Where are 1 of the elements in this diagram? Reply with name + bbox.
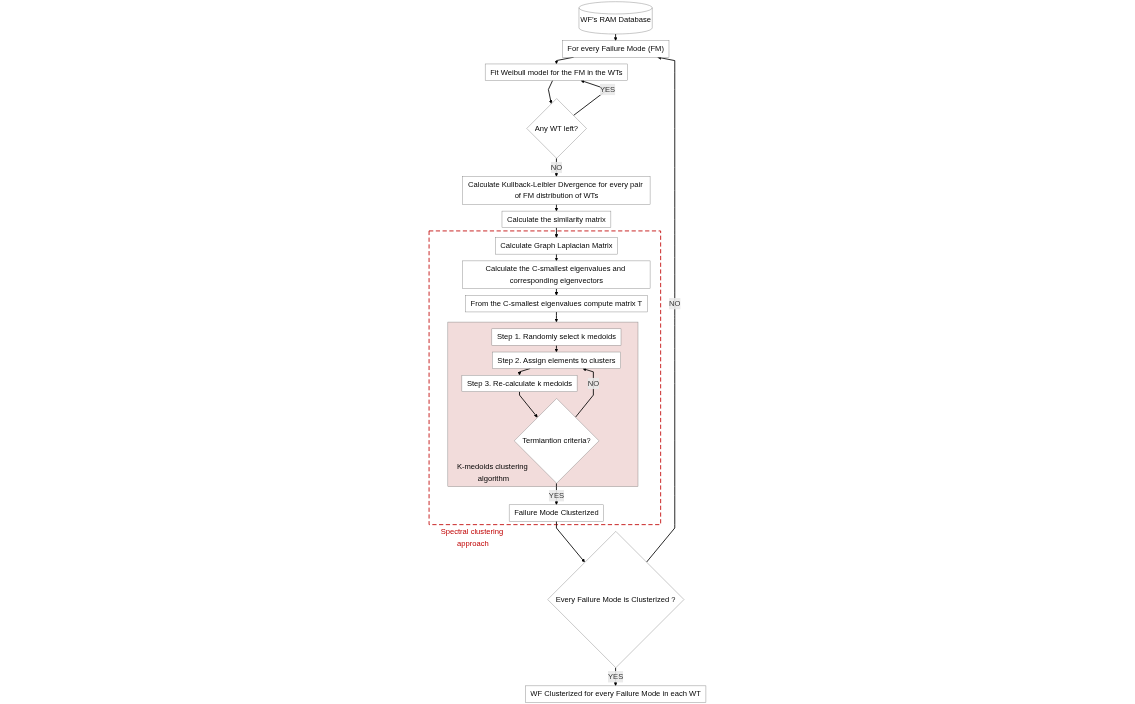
cluster [428, 230, 662, 526]
